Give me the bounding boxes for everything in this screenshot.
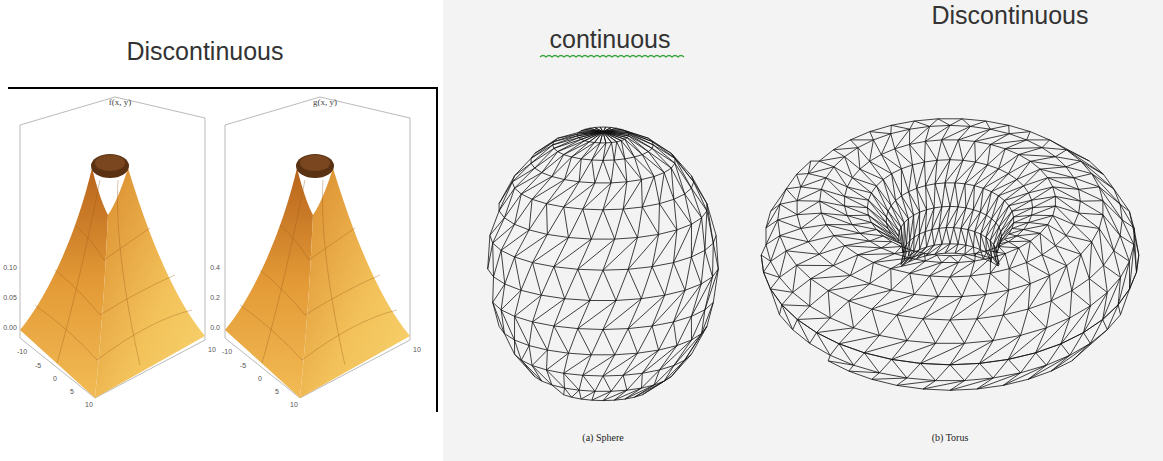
axis-tick: 10 bbox=[413, 346, 421, 354]
axis-tick: 0.2 bbox=[210, 294, 220, 302]
axis-tick: 0.10 bbox=[3, 264, 17, 272]
axis-tick: 0.00 bbox=[3, 324, 17, 332]
axis-tick: 0.05 bbox=[3, 294, 17, 302]
axis-tick: 5 bbox=[275, 388, 279, 396]
panel-heading: continuous bbox=[550, 26, 671, 54]
panel-frame bbox=[8, 88, 437, 412]
axis-tick: 10 bbox=[208, 346, 216, 354]
axis-tick: 5 bbox=[70, 388, 74, 396]
figure-caption: (b) Torus bbox=[932, 432, 969, 443]
torus-mesh bbox=[761, 119, 1139, 391]
axis-tick: 10 bbox=[290, 401, 298, 409]
plot-label: g(x, y) bbox=[313, 98, 337, 108]
axis-tick: -10 bbox=[17, 348, 27, 356]
axis-tick: -10 bbox=[222, 348, 232, 356]
axis-tick: 0.4 bbox=[210, 264, 220, 272]
axis-tick: -5 bbox=[35, 362, 41, 370]
panel-heading: Discontinuous bbox=[931, 2, 1088, 30]
sphere-mesh bbox=[488, 127, 719, 401]
figure-caption: (a) Sphere bbox=[582, 432, 623, 443]
panel-heading: Discontinuous bbox=[126, 38, 283, 66]
axis-tick: 0 bbox=[258, 375, 262, 383]
surface-plot bbox=[20, 97, 205, 398]
axis-tick: 0 bbox=[53, 375, 57, 383]
figure-ground bbox=[443, 0, 1163, 461]
surface-plot bbox=[225, 97, 410, 398]
spell-underline bbox=[540, 56, 684, 58]
plot-label: f(x, y) bbox=[109, 98, 132, 108]
axis-tick: 0.0 bbox=[210, 324, 220, 332]
axis-tick: -5 bbox=[240, 362, 246, 370]
axis-tick: 10 bbox=[85, 401, 93, 409]
